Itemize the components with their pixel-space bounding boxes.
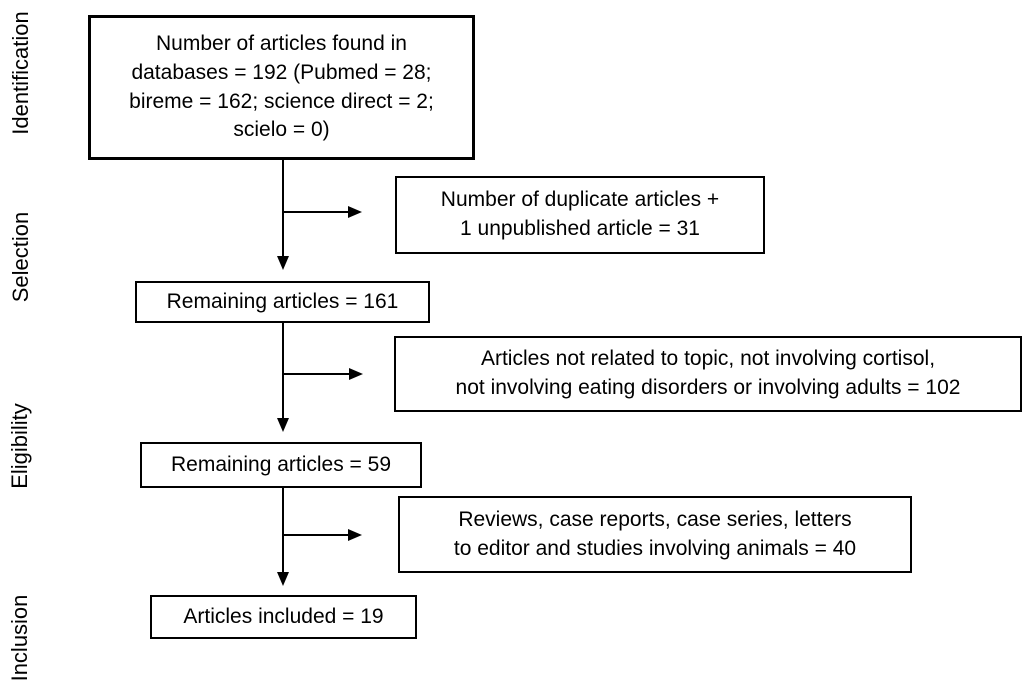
box-articles-found: Number of articles found in databases = … [88, 15, 475, 160]
box-articles-included: Articles included = 19 [150, 595, 417, 639]
arrow-down-3-head [277, 572, 289, 586]
stage-label-inclusion: Inclusion [7, 594, 32, 682]
stage-label-eligibility: Eligibility [7, 403, 32, 489]
arrow-branch-2-line [284, 373, 349, 375]
arrow-branch-2-head [349, 368, 363, 380]
arrow-down-2-head [277, 418, 289, 432]
box-duplicate-articles: Number of duplicate articles + 1 unpubli… [395, 176, 765, 254]
arrow-down-3-line [282, 488, 284, 573]
arrow-down-1-line [282, 160, 284, 258]
arrow-branch-1-head [348, 206, 362, 218]
box-reviews-excluded: Reviews, case reports, case series, lett… [398, 496, 912, 573]
arrow-branch-1-line [284, 211, 348, 213]
box-remaining-161: Remaining articles = 161 [135, 281, 430, 323]
arrow-branch-3-line [284, 534, 348, 536]
stage-label-identification: Identification [8, 11, 33, 135]
box-remaining-59: Remaining articles = 59 [140, 442, 422, 488]
box-not-related-excluded: Articles not related to topic, not invol… [394, 336, 1022, 412]
arrow-branch-3-head [348, 529, 362, 541]
arrow-down-1-head [277, 256, 289, 270]
arrow-down-2-line [282, 323, 284, 419]
stage-label-selection: Selection [8, 211, 33, 303]
